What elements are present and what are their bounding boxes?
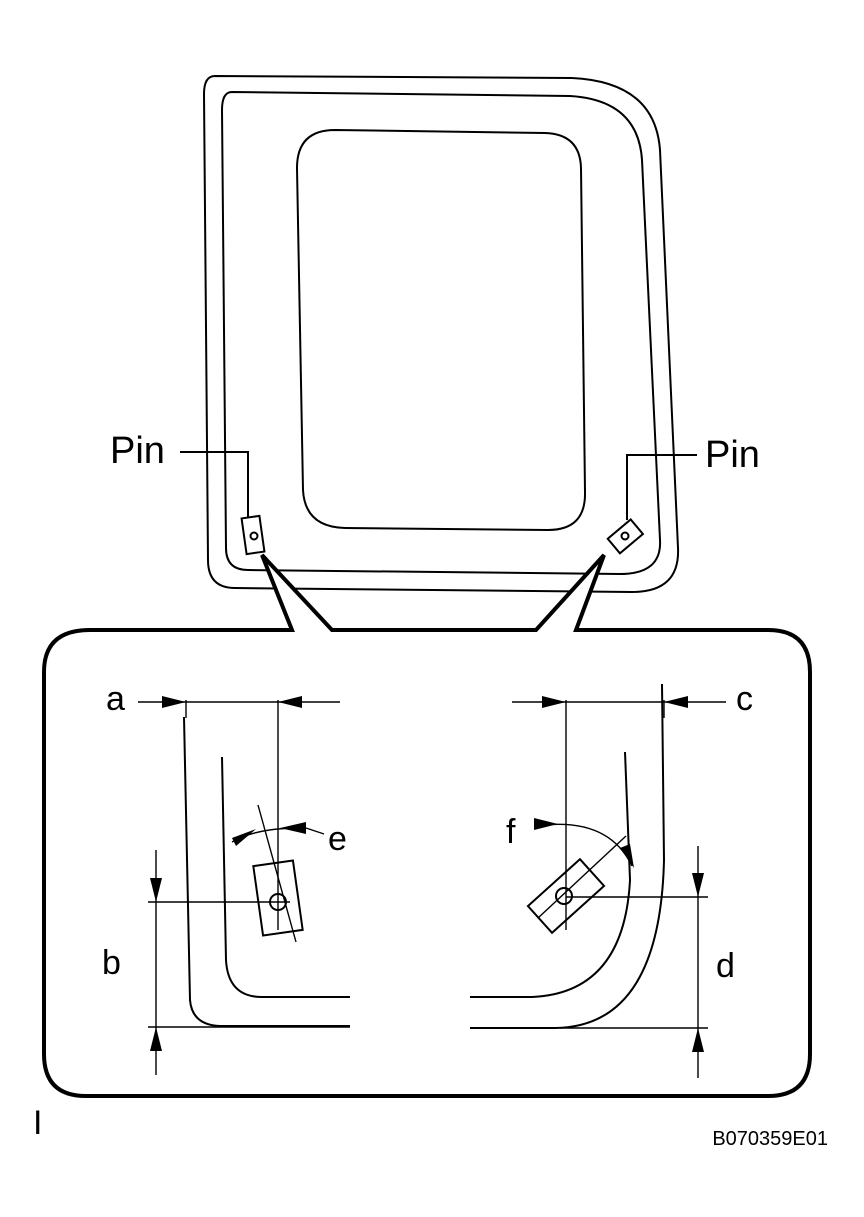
right-pin-detail <box>526 857 606 935</box>
angle-f-arrow-right <box>620 844 634 868</box>
right-pin <box>606 518 645 555</box>
left-glass-edge-inner <box>221 756 350 998</box>
angle-f-arrow-left <box>534 818 558 830</box>
dim-d-arrow-top <box>692 873 704 897</box>
right-pin-leader <box>626 454 697 520</box>
dim-c-arrow-left <box>542 696 566 708</box>
angle-e-arrow-left <box>232 829 256 846</box>
left-glass-edge-outer <box>183 716 350 1027</box>
left-corner-detail: a e b <box>102 680 350 1075</box>
right-corner-detail: c f d <box>470 680 753 1078</box>
left-pin <box>240 514 266 556</box>
angle-e-arrow-right <box>280 822 306 834</box>
window-glass: Pin Pin <box>110 74 760 594</box>
dim-c-label: c <box>736 680 753 718</box>
left-pin-label: Pin <box>110 430 165 472</box>
dim-d-arrow-bottom <box>692 1028 704 1052</box>
right-glass-edge-outer <box>470 683 666 1029</box>
dim-b-label: b <box>102 944 121 982</box>
dim-b-arrow-bottom <box>150 1027 162 1051</box>
glass-molding-line <box>220 90 662 576</box>
dim-a-arrow-right <box>278 696 302 708</box>
right-pin-label: Pin <box>705 434 760 476</box>
figure-code: B070359E01 <box>712 1128 828 1150</box>
angle-f-label: f <box>506 813 516 851</box>
detail-callout-frame <box>42 553 812 1098</box>
right-glass-edge-inner <box>470 751 632 998</box>
dim-a-arrow-left <box>162 696 186 708</box>
dim-b-arrow-top <box>150 878 162 902</box>
dim-c-arrow-right <box>664 696 688 708</box>
left-pin-leader <box>180 451 249 517</box>
dim-a-label: a <box>106 680 125 718</box>
glass-outer-edge <box>202 74 680 594</box>
angle-e-label: e <box>328 820 347 858</box>
dim-d-label: d <box>716 947 735 985</box>
corner-mark: I <box>33 1104 42 1142</box>
glass-inner-opening <box>295 128 587 532</box>
